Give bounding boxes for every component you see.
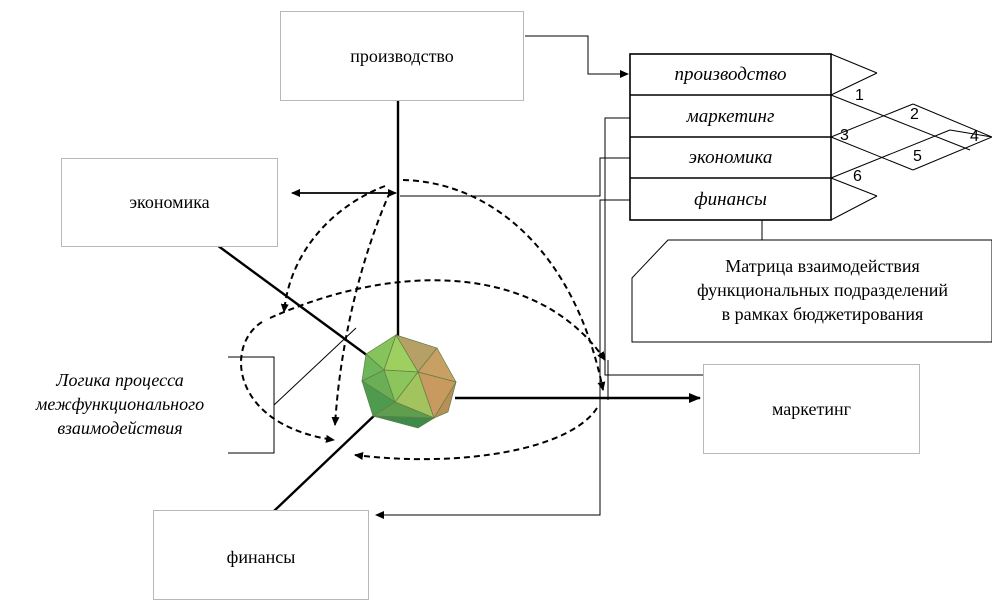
matrix-cell-5: 5 <box>913 148 922 165</box>
logic-loops <box>240 179 606 461</box>
finance-box: финансы <box>153 510 369 600</box>
matrix-caption: Матрица взаимодействия функциональных по… <box>650 254 992 326</box>
caption-line: функциональных подразделений <box>696 280 949 300</box>
matrix-table <box>629 53 832 221</box>
matrix-cell-2: 2 <box>910 106 919 123</box>
production-label: производство <box>350 45 454 66</box>
logic-label: Логика процесса межфункционального взаим… <box>2 368 238 440</box>
matrix-row-economics: экономика <box>688 146 773 168</box>
matrix-row-finance: финансы <box>694 188 767 210</box>
caption-callout <box>631 239 992 343</box>
matrix-cell-6: 6 <box>853 168 862 185</box>
matrix-cell-4: 4 <box>970 128 979 145</box>
matrix-cell-1: 1 <box>855 87 864 104</box>
logic-bracket <box>228 327 357 454</box>
marketing-label: маркетинг <box>771 398 852 419</box>
production-box: производство <box>280 11 524 101</box>
matrix-lattice <box>830 53 992 221</box>
caption-line: Матрица взаимодействия <box>725 256 920 276</box>
matrix-cell-3: 3 <box>840 127 849 144</box>
matrix-row-marketing: маркетинг <box>686 105 775 127</box>
marketing-box: маркетинг <box>703 364 920 454</box>
logic-line: Логика процесса <box>56 370 184 390</box>
caption-line: в рамках бюджетирования <box>721 304 924 324</box>
icosahedron-icon <box>361 334 457 429</box>
logic-line: межфункционального <box>35 394 205 414</box>
matrix-row-production: производство <box>674 63 787 85</box>
economics-box: экономика <box>61 158 278 247</box>
logic-line: взаимодействия <box>57 418 183 438</box>
economics-label: экономика <box>129 192 210 212</box>
finance-label: финансы <box>226 547 296 567</box>
matrix-connectors <box>375 35 763 519</box>
